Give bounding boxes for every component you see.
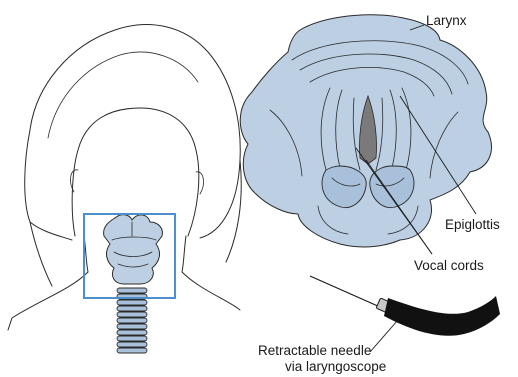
- ear-right: [196, 172, 203, 194]
- shoulder-left: [8, 272, 88, 330]
- head-outline: [25, 25, 241, 240]
- laryngoscope-illustration: [310, 276, 500, 336]
- label-needle-line1: Retractable needle: [258, 343, 371, 358]
- shoulder-right: [182, 272, 240, 310]
- hair-left-tail: [30, 222, 52, 286]
- label-needle-line2: via laryngoscope: [285, 359, 386, 374]
- larynx-detail-illustration: [240, 15, 491, 247]
- hair-line: [48, 52, 198, 138]
- ear-left: [71, 170, 78, 192]
- label-larynx: Larynx: [426, 13, 467, 28]
- neck-right: [182, 236, 186, 272]
- head-and-neck-illustration: [8, 25, 241, 353]
- neck-larynx-cartilage: [104, 215, 163, 284]
- label-vocal-cords: Vocal cords: [414, 258, 484, 273]
- needle: [310, 276, 380, 307]
- label-epiglottis: Epiglottis: [445, 217, 500, 232]
- needle-leader: [370, 320, 398, 352]
- laryngoscope-body: [384, 296, 500, 336]
